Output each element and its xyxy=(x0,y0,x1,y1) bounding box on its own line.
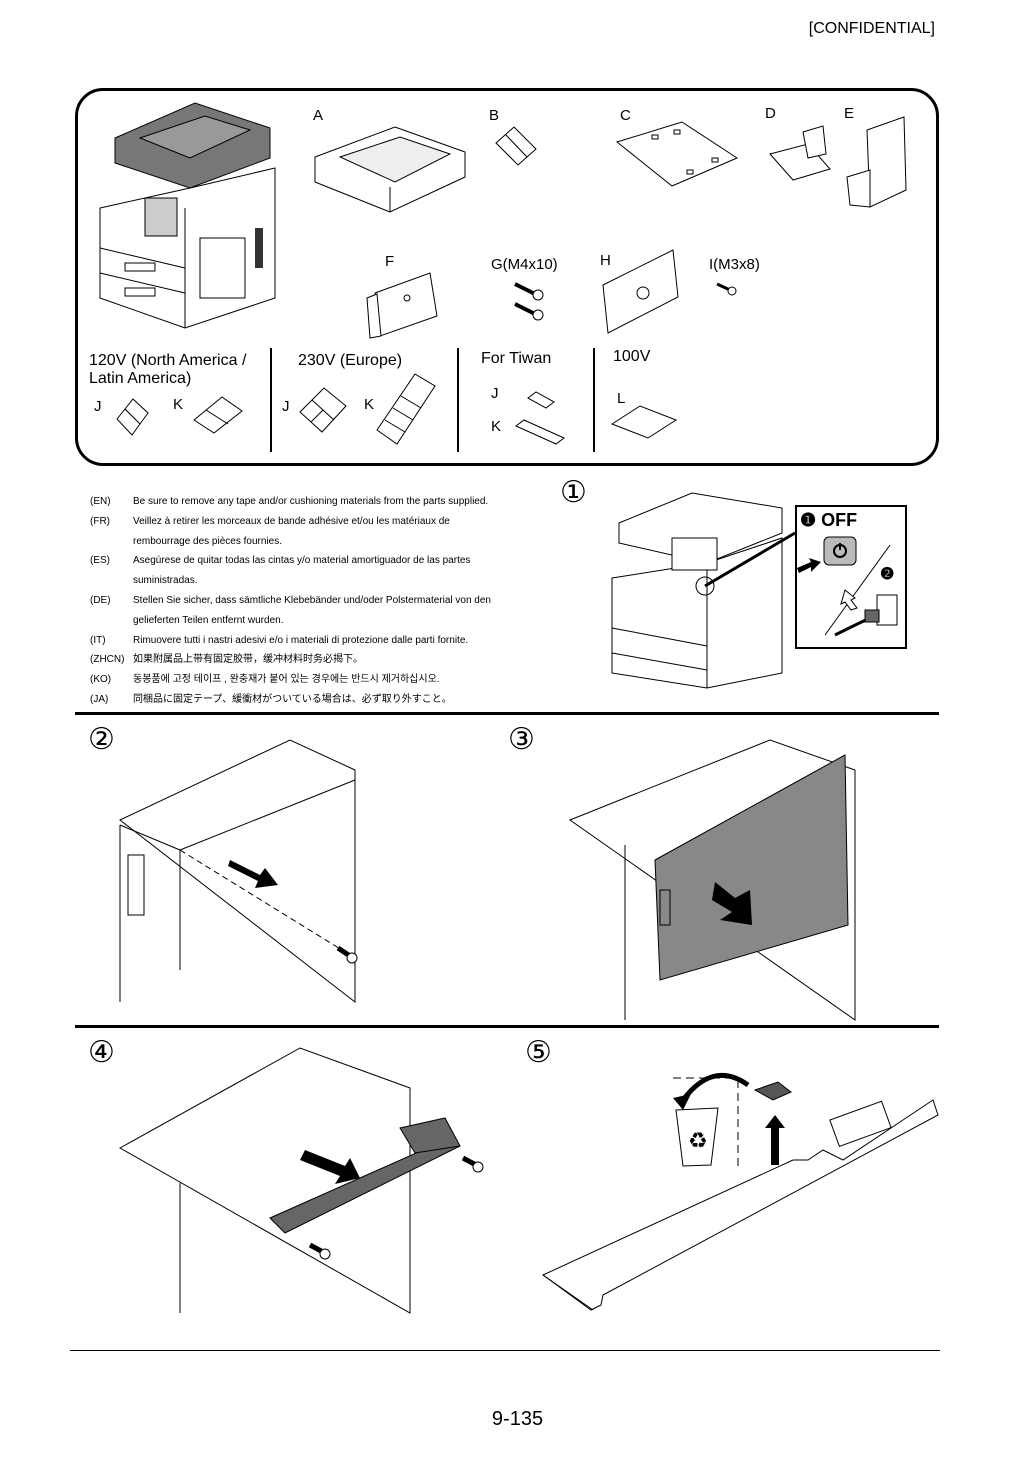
part-c-label: C xyxy=(620,107,631,124)
label-j-na-illustration xyxy=(116,398,149,436)
label-j-tw-illustration xyxy=(527,391,555,409)
region-eu-title: 230V (Europe) xyxy=(298,352,403,369)
part-h-illustration xyxy=(602,249,679,334)
part-f-illustration xyxy=(366,272,438,339)
note-ko: (KO)동봉품에 고정 테이프 , 완충재가 붙어 있는 경우에는 반드시 제거… xyxy=(90,674,440,686)
part-e-label: E xyxy=(844,105,855,122)
note-es: (ES)Asegúrese de quitar todas las cintas… xyxy=(90,555,471,567)
notes-multilingual: (EN)Be sure to remove any tape and/or cu… xyxy=(90,492,560,710)
region-na-j-label: J xyxy=(94,398,102,415)
note-fr-cont: rembourrage des pièces fournies. xyxy=(133,535,282,547)
part-f-label: F xyxy=(385,253,395,270)
region-na-title: 120V (North America / Latin America) xyxy=(89,352,247,387)
step-4-illustration xyxy=(118,1047,484,1314)
region-jp-title: 100V xyxy=(613,348,651,365)
region-eu-k-label: K xyxy=(364,396,375,413)
note-ja: (JA)同梱品に固定テープ、緩衝材がついている場合は、必ず取り外すこと。 xyxy=(90,693,452,705)
part-b-illustration xyxy=(495,126,537,166)
note-zhcn: (ZHCN)如果附属品上带有固定胶带，缓冲材料时务必揭下。 xyxy=(90,654,363,666)
step-5-number: ⑤ xyxy=(525,1035,552,1070)
label-k-tw-illustration xyxy=(515,419,565,445)
step-3-illustration xyxy=(568,739,856,1021)
region-na-k-label: K xyxy=(173,396,184,413)
confidential-label: [CONFIDENTIAL] xyxy=(808,20,935,37)
footer-rule xyxy=(70,1350,940,1351)
label-j-eu-illustration xyxy=(299,387,347,433)
region-tw-j-label: J xyxy=(491,385,499,402)
part-e-illustration xyxy=(846,116,907,208)
off-label: OFF xyxy=(821,510,858,530)
power-off-panel xyxy=(795,505,907,649)
step-5-illustration: ♻ xyxy=(542,1072,939,1311)
step-1-machine-illustration xyxy=(611,492,796,689)
part-g-screws-illustration xyxy=(514,282,544,321)
part-h-label: H xyxy=(600,252,611,269)
region-divider xyxy=(593,348,595,452)
part-c-illustration xyxy=(615,121,739,187)
unplug-cord-icon xyxy=(824,544,898,637)
region-tw-k-label: K xyxy=(491,418,502,435)
part-i-screw-illustration xyxy=(716,282,737,296)
note-it: (IT)Rimuovere tutti i nastri adesivi e/o… xyxy=(90,634,469,646)
part-a-label: A xyxy=(313,107,324,124)
note-es-cont: suministradas. xyxy=(133,575,198,587)
section-divider xyxy=(75,1025,939,1028)
step-4-number: ④ xyxy=(88,1035,115,1070)
mfp-main-illustration xyxy=(99,102,276,329)
section-divider xyxy=(75,712,939,715)
part-d-label: D xyxy=(765,105,776,122)
power-button-icon xyxy=(823,536,857,566)
power-arrow-icon xyxy=(797,558,821,573)
note-en: (EN)Be sure to remove any tape and/or cu… xyxy=(90,496,489,507)
region-tw-title: For Tiwan xyxy=(481,350,552,367)
label-l-jp-illustration xyxy=(610,405,678,439)
region-divider xyxy=(457,348,459,452)
part-a-illustration xyxy=(314,126,466,213)
part-g-label: G(M4x10) xyxy=(491,256,558,273)
part-d-illustration xyxy=(769,125,831,181)
step-2-number: ② xyxy=(88,722,115,757)
note-de: (DE)Stellen Sie sicher, dass sämtliche K… xyxy=(90,594,491,606)
label-k-eu-illustration xyxy=(376,373,436,445)
note-fr: (FR)Veillez à retirer les morceaux de ba… xyxy=(90,515,450,527)
note-de-cont: gelieferten Teilen entfernt wurden. xyxy=(133,614,284,626)
parts-list-box xyxy=(75,88,939,466)
page-number: 9-135 xyxy=(491,1408,544,1430)
step-3-number: ③ xyxy=(508,722,535,757)
part-i-label: I(M3x8) xyxy=(709,256,760,273)
part-b-label: B xyxy=(489,107,500,124)
region-jp-l-label: L xyxy=(617,390,626,407)
step-1-number: ① xyxy=(560,475,587,510)
svg-text:♻: ♻ xyxy=(688,1129,708,1154)
region-eu-j-label: J xyxy=(282,398,290,415)
step-2-illustration xyxy=(119,739,358,1004)
label-k-na-illustration xyxy=(193,396,243,434)
power-step-1-marker: ❶ OFF xyxy=(800,510,858,530)
region-divider xyxy=(270,348,272,452)
power-step-2-marker: ❷ xyxy=(880,566,895,583)
